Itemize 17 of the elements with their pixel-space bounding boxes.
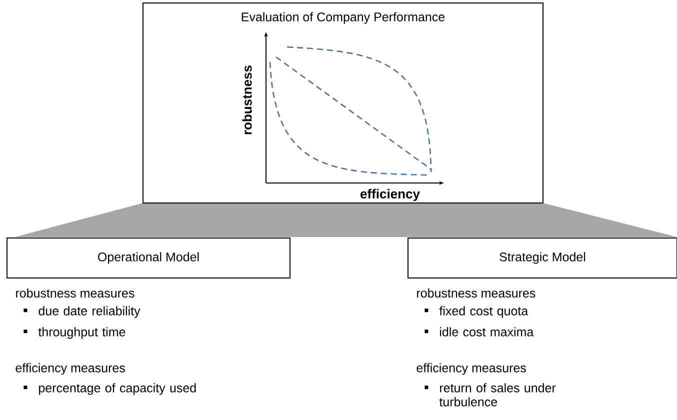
section-heading: robustness measures xyxy=(417,288,536,298)
connector-band xyxy=(15,203,677,237)
axis-label: robustness xyxy=(242,66,252,134)
chart-panel xyxy=(142,2,544,204)
model-box: Operational Model xyxy=(6,238,290,278)
chart-title: Evaluation of Company Performance xyxy=(242,12,445,24)
axis-label: efficiency xyxy=(360,188,420,202)
model-box: Strategic Model xyxy=(408,238,677,278)
bullet-item: return of sales under turbulence xyxy=(424,383,556,406)
section-heading: efficiency measures xyxy=(16,363,125,375)
bullet-item: due date reliability xyxy=(24,306,140,318)
bullet-item: idle cost maxima xyxy=(424,327,534,336)
bullet-item: throughput time xyxy=(24,327,126,339)
section-heading: efficiency measures xyxy=(416,363,526,375)
bullet-item: percentage of capacity used xyxy=(24,383,196,395)
section-heading: robustness measures xyxy=(16,288,134,298)
bullet-item: fixed cost quota xyxy=(424,306,528,318)
